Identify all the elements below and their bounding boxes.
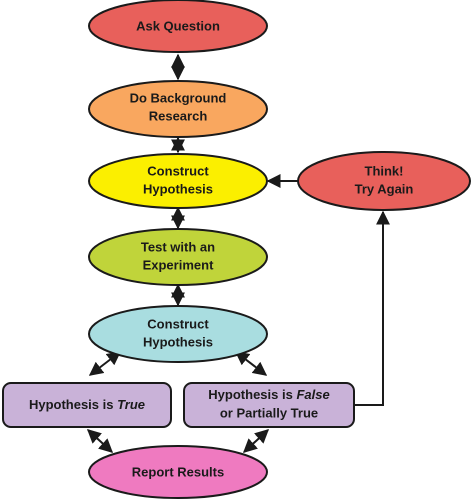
node-construct-hypothesis-2-line2: Hypothesis bbox=[143, 334, 213, 349]
arrow-false-report bbox=[242, 429, 270, 453]
node-hypothesis-false-line1: Hypothesis is False bbox=[208, 387, 329, 402]
arrow-hypothesis2-true bbox=[88, 351, 122, 376]
node-construct-hypothesis-2-line1: Construct bbox=[147, 316, 209, 331]
arrow-false-to-think bbox=[354, 210, 390, 406]
node-construct-hypothesis-2-shape bbox=[88, 305, 268, 363]
node-test-experiment: Test with an Experiment bbox=[88, 228, 268, 286]
node-hypothesis-true-prefix: Hypothesis is bbox=[29, 397, 117, 412]
node-background-research: Do Background Research bbox=[88, 80, 268, 138]
node-hypothesis-false-emph: False bbox=[296, 387, 329, 402]
node-report-results: Report Results bbox=[88, 445, 268, 499]
node-hypothesis-false-prefix: Hypothesis is bbox=[208, 387, 296, 402]
node-background-research-line2: Research bbox=[149, 108, 208, 123]
node-construct-hypothesis-1-shape bbox=[88, 153, 268, 209]
node-hypothesis-false: Hypothesis is False or Partially True bbox=[183, 382, 355, 428]
node-test-experiment-line1: Test with an bbox=[141, 239, 215, 254]
arrow-true-report bbox=[86, 429, 114, 453]
node-construct-hypothesis-1-line1: Construct bbox=[147, 163, 209, 178]
node-construct-hypothesis-2: Construct Hypothesis bbox=[88, 305, 268, 363]
node-report-results-shape bbox=[88, 445, 268, 499]
node-construct-hypothesis-1: Construct Hypothesis bbox=[88, 153, 268, 209]
node-think-try-again: Think! Try Again bbox=[297, 151, 471, 211]
node-hypothesis-false-shape bbox=[183, 382, 355, 428]
node-think-try-again-shape bbox=[297, 151, 471, 211]
node-hypothesis-true: Hypothesis is True bbox=[2, 382, 172, 428]
node-test-experiment-line2: Experiment bbox=[143, 257, 214, 272]
node-construct-hypothesis-1-line2: Hypothesis bbox=[143, 181, 213, 196]
node-hypothesis-true-shape bbox=[2, 382, 172, 428]
node-report-results-label: Report Results bbox=[132, 464, 224, 479]
connectors bbox=[86, 53, 390, 453]
node-hypothesis-false-line2: or Partially True bbox=[220, 405, 318, 420]
node-think-try-again-line1: Think! bbox=[365, 163, 404, 178]
node-ask-question: Ask Question bbox=[88, 0, 268, 53]
node-background-research-line1: Do Background bbox=[130, 90, 227, 105]
node-test-experiment-shape bbox=[88, 228, 268, 286]
node-hypothesis-true-emph: True bbox=[117, 397, 145, 412]
node-background-research-shape bbox=[88, 80, 268, 138]
node-ask-question-shape bbox=[88, 0, 268, 53]
node-hypothesis-true-label: Hypothesis is True bbox=[29, 397, 145, 412]
node-think-try-again-line2: Try Again bbox=[355, 181, 414, 196]
node-ask-question-label: Ask Question bbox=[136, 18, 220, 33]
arrow-hypothesis2-false bbox=[234, 351, 268, 376]
